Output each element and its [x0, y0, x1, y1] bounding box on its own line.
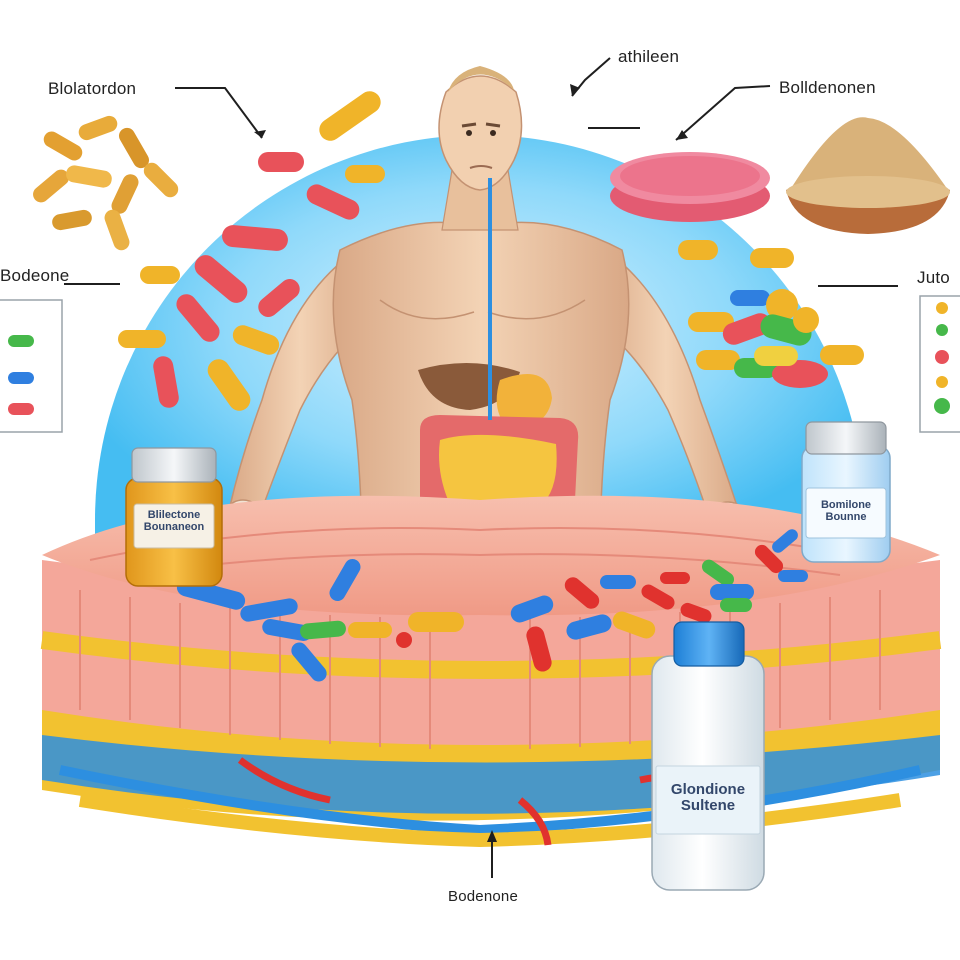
meat-patty	[610, 152, 770, 222]
vial-amber-line2: Bounaneon	[143, 520, 205, 533]
label-top-right: Bolldenonen	[779, 78, 876, 97]
label-mid-right: Juto	[917, 268, 950, 287]
label-bottom: Bodenone	[448, 888, 519, 905]
vial-blue-small-line2: Bounne	[825, 510, 867, 523]
leader-lines	[64, 57, 898, 878]
vial-blue-small-line1: Bomilone	[820, 499, 872, 511]
capsule-cluster-orange	[33, 115, 179, 251]
vial-amber-label: Blilectone Bounaneon	[136, 509, 212, 533]
floating-pills	[118, 91, 864, 411]
legend-box-left	[0, 299, 63, 433]
vial-amber	[125, 447, 223, 587]
small-intestine-shape	[439, 434, 557, 509]
liver-shape	[418, 362, 520, 410]
legend-pill-red	[8, 403, 34, 415]
legend-pill-blue	[8, 372, 34, 384]
vial-blue-small	[801, 421, 891, 563]
label-top-left: Blolatordon	[48, 79, 137, 98]
label-top-center: athileen	[618, 47, 680, 66]
vial-white-large-label: Glondione Sultene	[658, 782, 758, 814]
vial-white-large-line2: Sultene	[680, 796, 736, 814]
leader-top-right	[675, 85, 771, 141]
vial-white-large-line1: Glondione	[670, 781, 746, 798]
stomach-shape	[496, 374, 552, 430]
vial-amber-line1: Blilectone	[147, 509, 201, 521]
legend-pill-green	[8, 335, 34, 347]
legend-box-right	[919, 295, 960, 433]
label-mid-left: Bodeone	[0, 266, 70, 285]
leader-top-left	[175, 87, 263, 139]
vial-blue-small-label: Bomilone Bounne	[808, 499, 884, 523]
powder-bowl	[786, 117, 950, 234]
capsules-on-slab	[176, 529, 808, 682]
vial-white-large	[651, 621, 765, 891]
leader-top-center	[571, 57, 611, 97]
